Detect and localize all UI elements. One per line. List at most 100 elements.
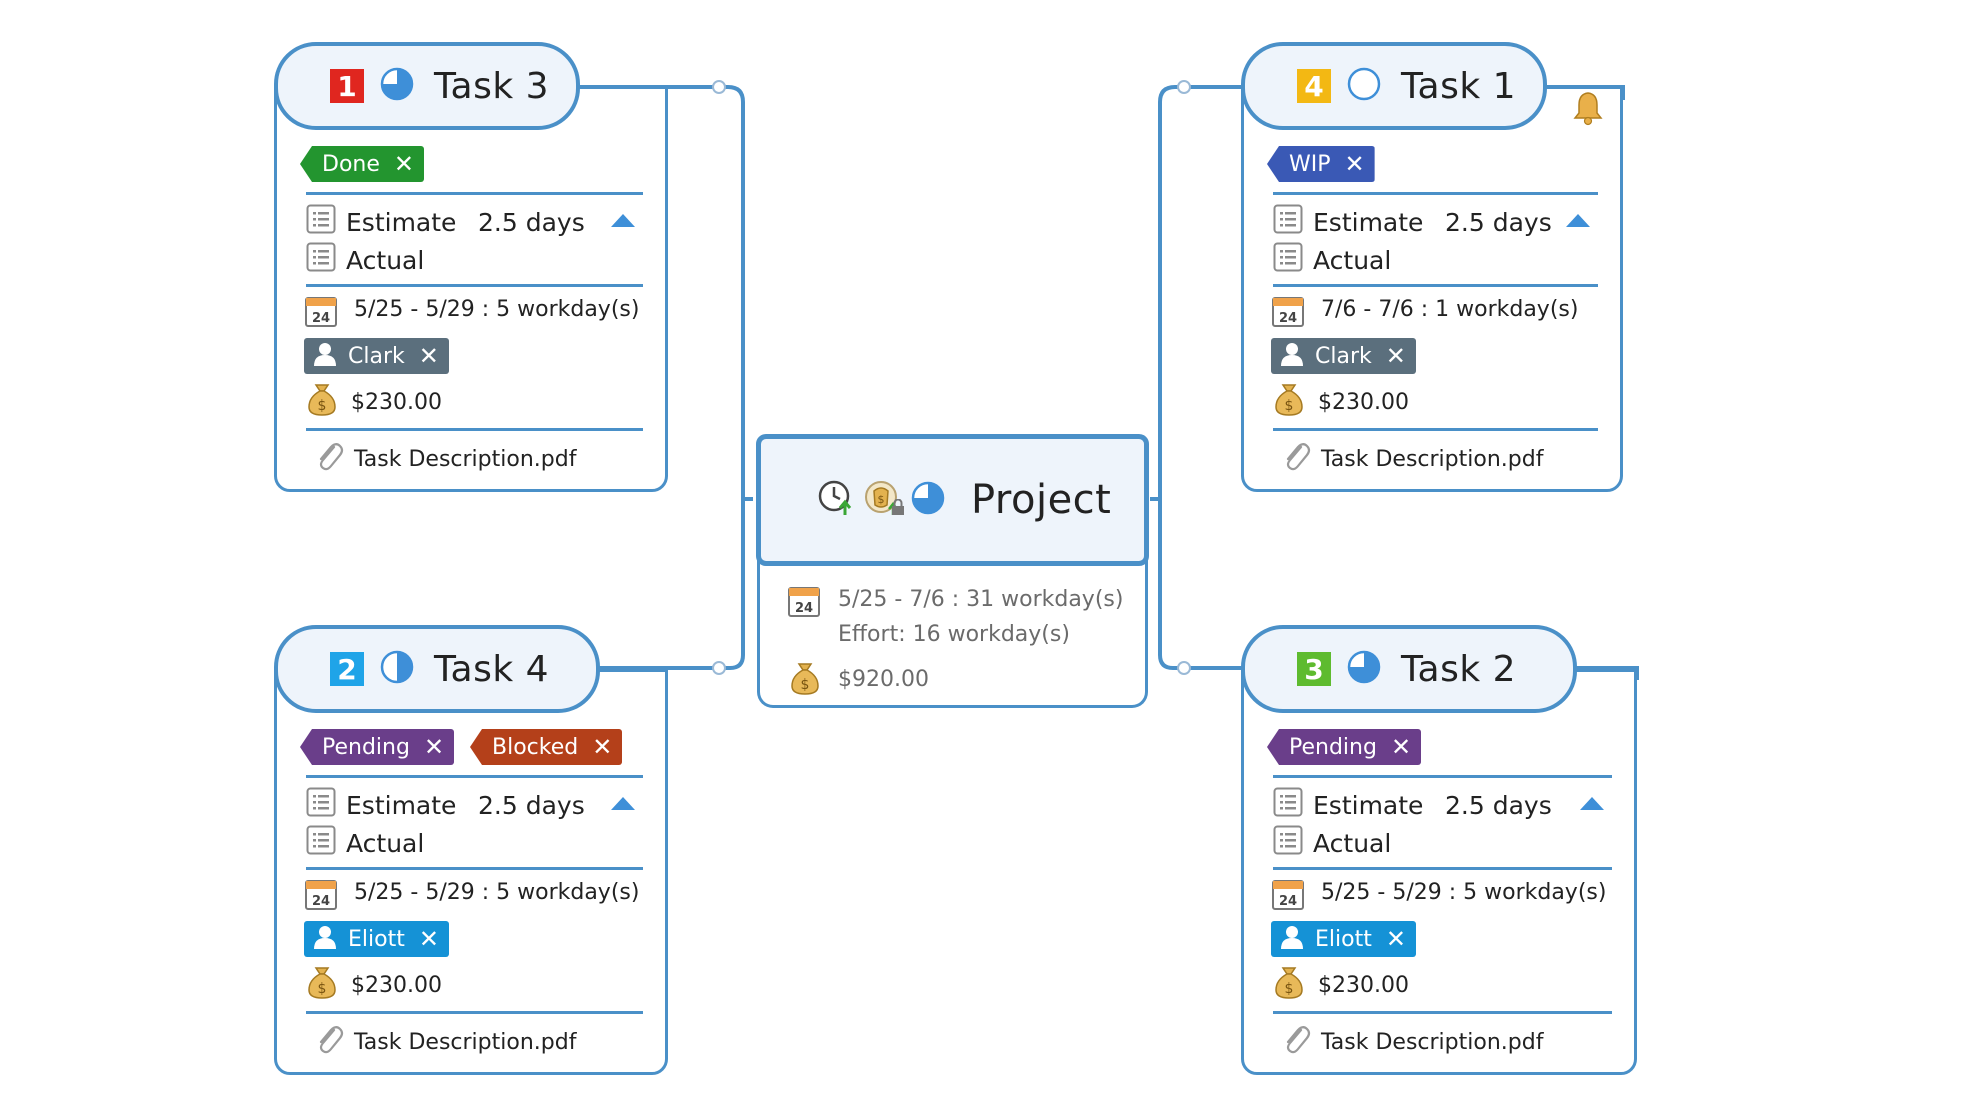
divider [306,867,643,870]
estimate-label: Estimate [346,207,457,237]
task-topic-head[interactable]: 2 Task 4 [274,625,600,713]
estimate-row[interactable]: Estimate 2.5 days [306,204,585,240]
project-topic-head[interactable]: $ Project [756,434,1149,566]
estimate-label: Estimate [346,790,457,820]
actual-row[interactable]: Actual [306,242,478,278]
divider [1273,775,1612,778]
svg-text:$: $ [318,398,327,414]
svg-text:24: 24 [312,894,330,909]
actual-row[interactable]: Actual [1273,825,1445,861]
tag-done[interactable]: Done ✕ [300,146,424,182]
task-info-icon [306,204,336,240]
money-bag-icon: $ [305,381,339,423]
resource-clark[interactable]: Clark ✕ [1271,338,1416,374]
svg-text:$: $ [1285,398,1294,414]
triangle-up-icon [1580,797,1604,810]
estimate-label: Estimate [1313,207,1424,237]
close-icon[interactable]: ✕ [423,733,445,761]
task-dates: 5/25 - 5/29 : 5 workday(s) [354,297,640,322]
tag-label: WIP [1289,151,1331,177]
divider [1273,192,1598,195]
close-icon[interactable]: ✕ [1344,150,1365,178]
close-icon[interactable]: ✕ [592,733,613,761]
close-icon[interactable]: ✕ [393,150,414,178]
bell-icon[interactable] [1572,90,1604,130]
money-bag-icon: $ [788,660,822,700]
priority-icon: 3 [1297,652,1331,686]
progress-pie-icon [1345,65,1383,107]
money-bag-icon: $ [1272,381,1306,423]
progress-pie-icon [909,479,947,521]
calendar-icon: 24 [1271,294,1305,332]
estimate-row[interactable]: Estimate 2.5 days [1273,787,1552,823]
progress-pie-icon [1345,648,1383,690]
tag-pending[interactable]: Pending ✕ [300,729,455,765]
paperclip-icon [1281,1022,1311,1062]
close-icon[interactable]: ✕ [418,925,439,953]
task-topic-head[interactable]: 3 Task 2 [1241,625,1577,713]
cost-value: $230.00 [351,972,442,998]
person-icon [312,923,338,955]
resource-eliott[interactable]: Eliott ✕ [304,921,449,957]
attachment-link[interactable]: Task Description.pdf [304,439,576,479]
task-cost: $ $230.00 [305,964,442,1006]
divider [1273,1011,1612,1014]
svg-text:$: $ [1285,981,1294,997]
task-title: Task 2 [1401,648,1517,690]
actual-label: Actual [1313,245,1392,275]
money-up-icon: $ [863,479,901,521]
estimate-value: 2.5 days [478,207,585,237]
calendar-icon: 24 [304,877,338,915]
task-topic-head[interactable]: 4 Task 1 [1241,42,1547,130]
task-info-icon [306,787,336,823]
actual-row[interactable]: Actual [1273,242,1445,278]
tag-blocked[interactable]: Blocked ✕ [470,729,623,765]
close-icon[interactable]: ✕ [418,342,439,370]
calendar-icon: 24 [304,294,338,332]
close-icon[interactable]: ✕ [1385,925,1406,953]
task-cost: $ $230.00 [1272,381,1409,423]
task-title: Task 1 [1401,65,1517,107]
attachment-link[interactable]: Task Description.pdf [304,1022,576,1062]
attachment-link[interactable]: Task Description.pdf [1271,439,1543,479]
resource-label: Eliott [1315,926,1372,952]
task-topic-card[interactable] [1241,669,1637,1075]
paperclip-icon [314,439,344,479]
triangle-up-icon [611,214,635,227]
calendar-icon: 24 [1271,877,1305,915]
task-cost: $ $230.00 [1272,964,1409,1006]
tag-wip[interactable]: WIP ✕ [1267,146,1375,182]
svg-text:$: $ [801,677,810,693]
close-icon[interactable]: ✕ [1390,733,1412,761]
attachment-name: Task Description.pdf [354,1029,577,1055]
progress-pie-icon [378,65,416,107]
resource-clark[interactable]: Clark ✕ [304,338,449,374]
task-topic-head[interactable]: 1 Task 3 [274,42,580,130]
progress-pie-icon [378,648,416,690]
tag-pending[interactable]: Pending ✕ [1267,729,1422,765]
attachment-name: Task Description.pdf [354,446,577,472]
divider [1273,867,1612,870]
tag-label: Pending [322,734,410,760]
divider [306,775,643,778]
cost-value: $230.00 [351,389,442,415]
actual-label: Actual [346,245,425,275]
task-dates: 5/25 - 5/29 : 5 workday(s) [1321,880,1607,905]
priority-icon: 1 [330,69,364,103]
estimate-row[interactable]: Estimate 2.5 days [1273,204,1552,240]
actual-label: Actual [346,828,425,858]
attachment-name: Task Description.pdf [1321,446,1544,472]
estimate-row[interactable]: Estimate 2.5 days [306,787,585,823]
calendar-icon: 24 [787,584,821,622]
actual-row[interactable]: Actual [306,825,478,861]
close-icon[interactable]: ✕ [1385,342,1406,370]
attachment-link[interactable]: Task Description.pdf [1271,1022,1543,1062]
person-icon [1279,923,1305,955]
tag-label: Blocked [492,734,579,760]
person-icon [312,340,338,372]
task-cost: $ $230.00 [305,381,442,423]
paperclip-icon [314,1022,344,1062]
resource-eliott[interactable]: Eliott ✕ [1271,921,1416,957]
priority-icon: 2 [330,652,364,686]
